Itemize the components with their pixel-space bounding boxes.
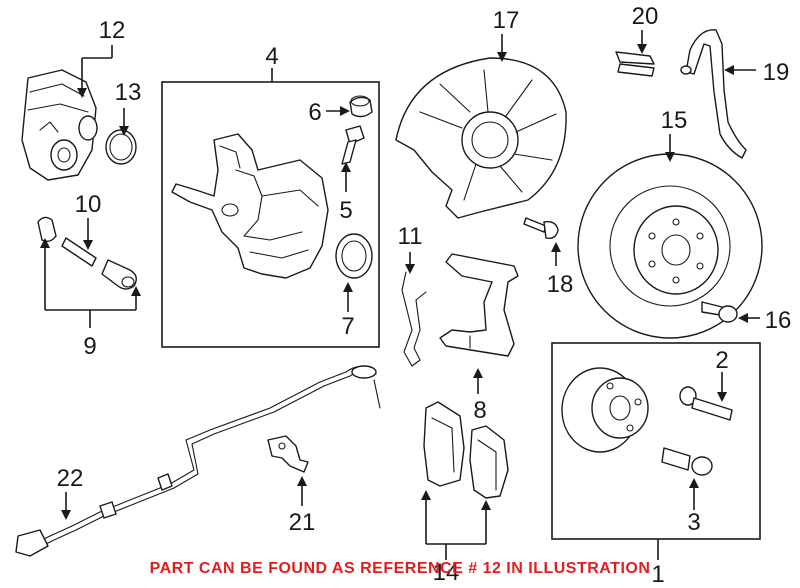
- callout-2[interactable]: 2: [715, 347, 728, 374]
- part-19-brake-hose[interactable]: [680, 29, 747, 159]
- leader-14: [425, 496, 487, 560]
- callout-12[interactable]: 12: [99, 17, 126, 44]
- callout-9[interactable]: 9: [83, 333, 96, 360]
- callout-8[interactable]: 8: [473, 397, 486, 424]
- callout-13[interactable]: 13: [115, 79, 142, 106]
- callout-4[interactable]: 4: [265, 43, 278, 70]
- part-7-seal[interactable]: [335, 233, 373, 279]
- part-11-spring[interactable]: [401, 271, 427, 367]
- callout-numbers: 12 13 10 9 4 6 5 7 17 18 20 19 15 16 11 …: [57, 3, 792, 588]
- part-8-bracket[interactable]: [439, 253, 519, 357]
- part-12-brake-motor[interactable]: [21, 69, 98, 181]
- part-5-bleeder-screw[interactable]: [341, 125, 365, 165]
- callout-6[interactable]: 6: [308, 99, 321, 126]
- reference-note: PART CAN BE FOUND AS REFERENCE # 12 IN I…: [149, 560, 651, 577]
- part-15-rotor[interactable]: [577, 153, 763, 339]
- callout-11[interactable]: 11: [398, 223, 423, 250]
- callout-10[interactable]: 10: [75, 191, 102, 218]
- part-3-hub-bolt[interactable]: [661, 447, 713, 476]
- callout-3[interactable]: 3: [687, 509, 700, 536]
- part-18-bolt[interactable]: [523, 217, 559, 240]
- part-6-bleeder-cap[interactable]: [349, 95, 373, 118]
- callout-5[interactable]: 5: [339, 197, 352, 224]
- callout-20[interactable]: 20: [632, 3, 659, 30]
- callout-1[interactable]: 1: [651, 561, 664, 588]
- callout-19[interactable]: 19: [763, 59, 790, 86]
- callout-22[interactable]: 22: [57, 465, 84, 492]
- part-16-rotor-screw[interactable]: [701, 301, 738, 323]
- part-20-clip[interactable]: [615, 51, 655, 77]
- part-1-hub[interactable]: [561, 367, 649, 453]
- caliper-group-frame: [161, 81, 380, 348]
- callout-17[interactable]: 17: [493, 7, 520, 34]
- part-10-guide-pin[interactable]: [37, 216, 137, 290]
- callout-16[interactable]: 16: [765, 307, 792, 334]
- leader-lines: [40, 30, 760, 560]
- part-2-hub-bolt[interactable]: [679, 386, 733, 421]
- callout-18[interactable]: 18: [547, 271, 574, 298]
- leader-9: [44, 244, 137, 328]
- callout-14[interactable]: 14: [433, 559, 460, 586]
- part-4-caliper[interactable]: [171, 133, 329, 279]
- part-17-dust-shield[interactable]: [395, 57, 567, 219]
- part-13-o-ring[interactable]: [105, 129, 137, 165]
- callout-21[interactable]: 21: [289, 509, 316, 536]
- part-21-sensor-bracket[interactable]: [267, 435, 309, 473]
- part-14-brake-pads[interactable]: [423, 401, 509, 499]
- callout-15[interactable]: 15: [661, 107, 688, 134]
- leader-12: [81, 45, 113, 92]
- part-22-speed-sensor[interactable]: [15, 365, 381, 557]
- callout-7[interactable]: 7: [341, 313, 354, 340]
- hub-group-frame: [551, 342, 761, 540]
